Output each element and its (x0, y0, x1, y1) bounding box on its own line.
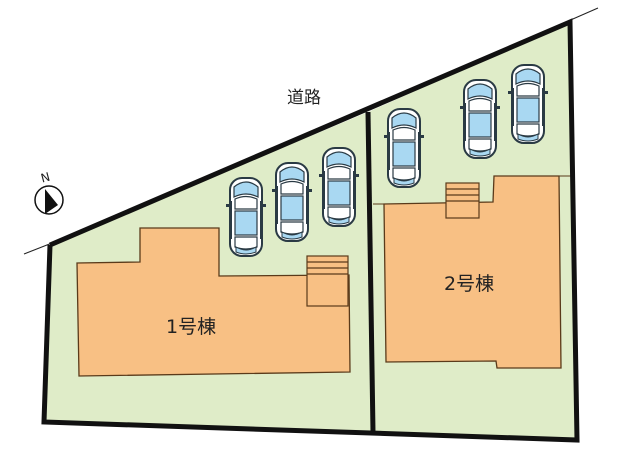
lot-boundary (41, 18, 580, 443)
parking-space-lot2-3[interactable] (507, 64, 549, 144)
compass: N (34, 170, 64, 215)
building-1[interactable] (76, 227, 351, 377)
building-1-steps (306, 255, 349, 307)
parking-space-lot1-2[interactable] (271, 162, 313, 242)
parking-space-lot2-1[interactable] (383, 108, 425, 188)
parking-space-lot1-3[interactable] (318, 147, 360, 227)
lot-divider (365, 111, 376, 433)
compass-label: N (39, 170, 51, 186)
building-2-steps (445, 182, 480, 219)
parking-space-lot1-1[interactable] (225, 177, 267, 257)
parking-space-lot2-2[interactable] (459, 79, 501, 159)
building-1-label: 1号棟 (166, 316, 216, 338)
building-2[interactable] (383, 175, 562, 369)
road-label: 道路 (287, 88, 321, 108)
north-arrow-icon (45, 189, 58, 214)
road-line-left (23, 242, 53, 255)
building-2-label: 2号棟 (444, 273, 494, 295)
